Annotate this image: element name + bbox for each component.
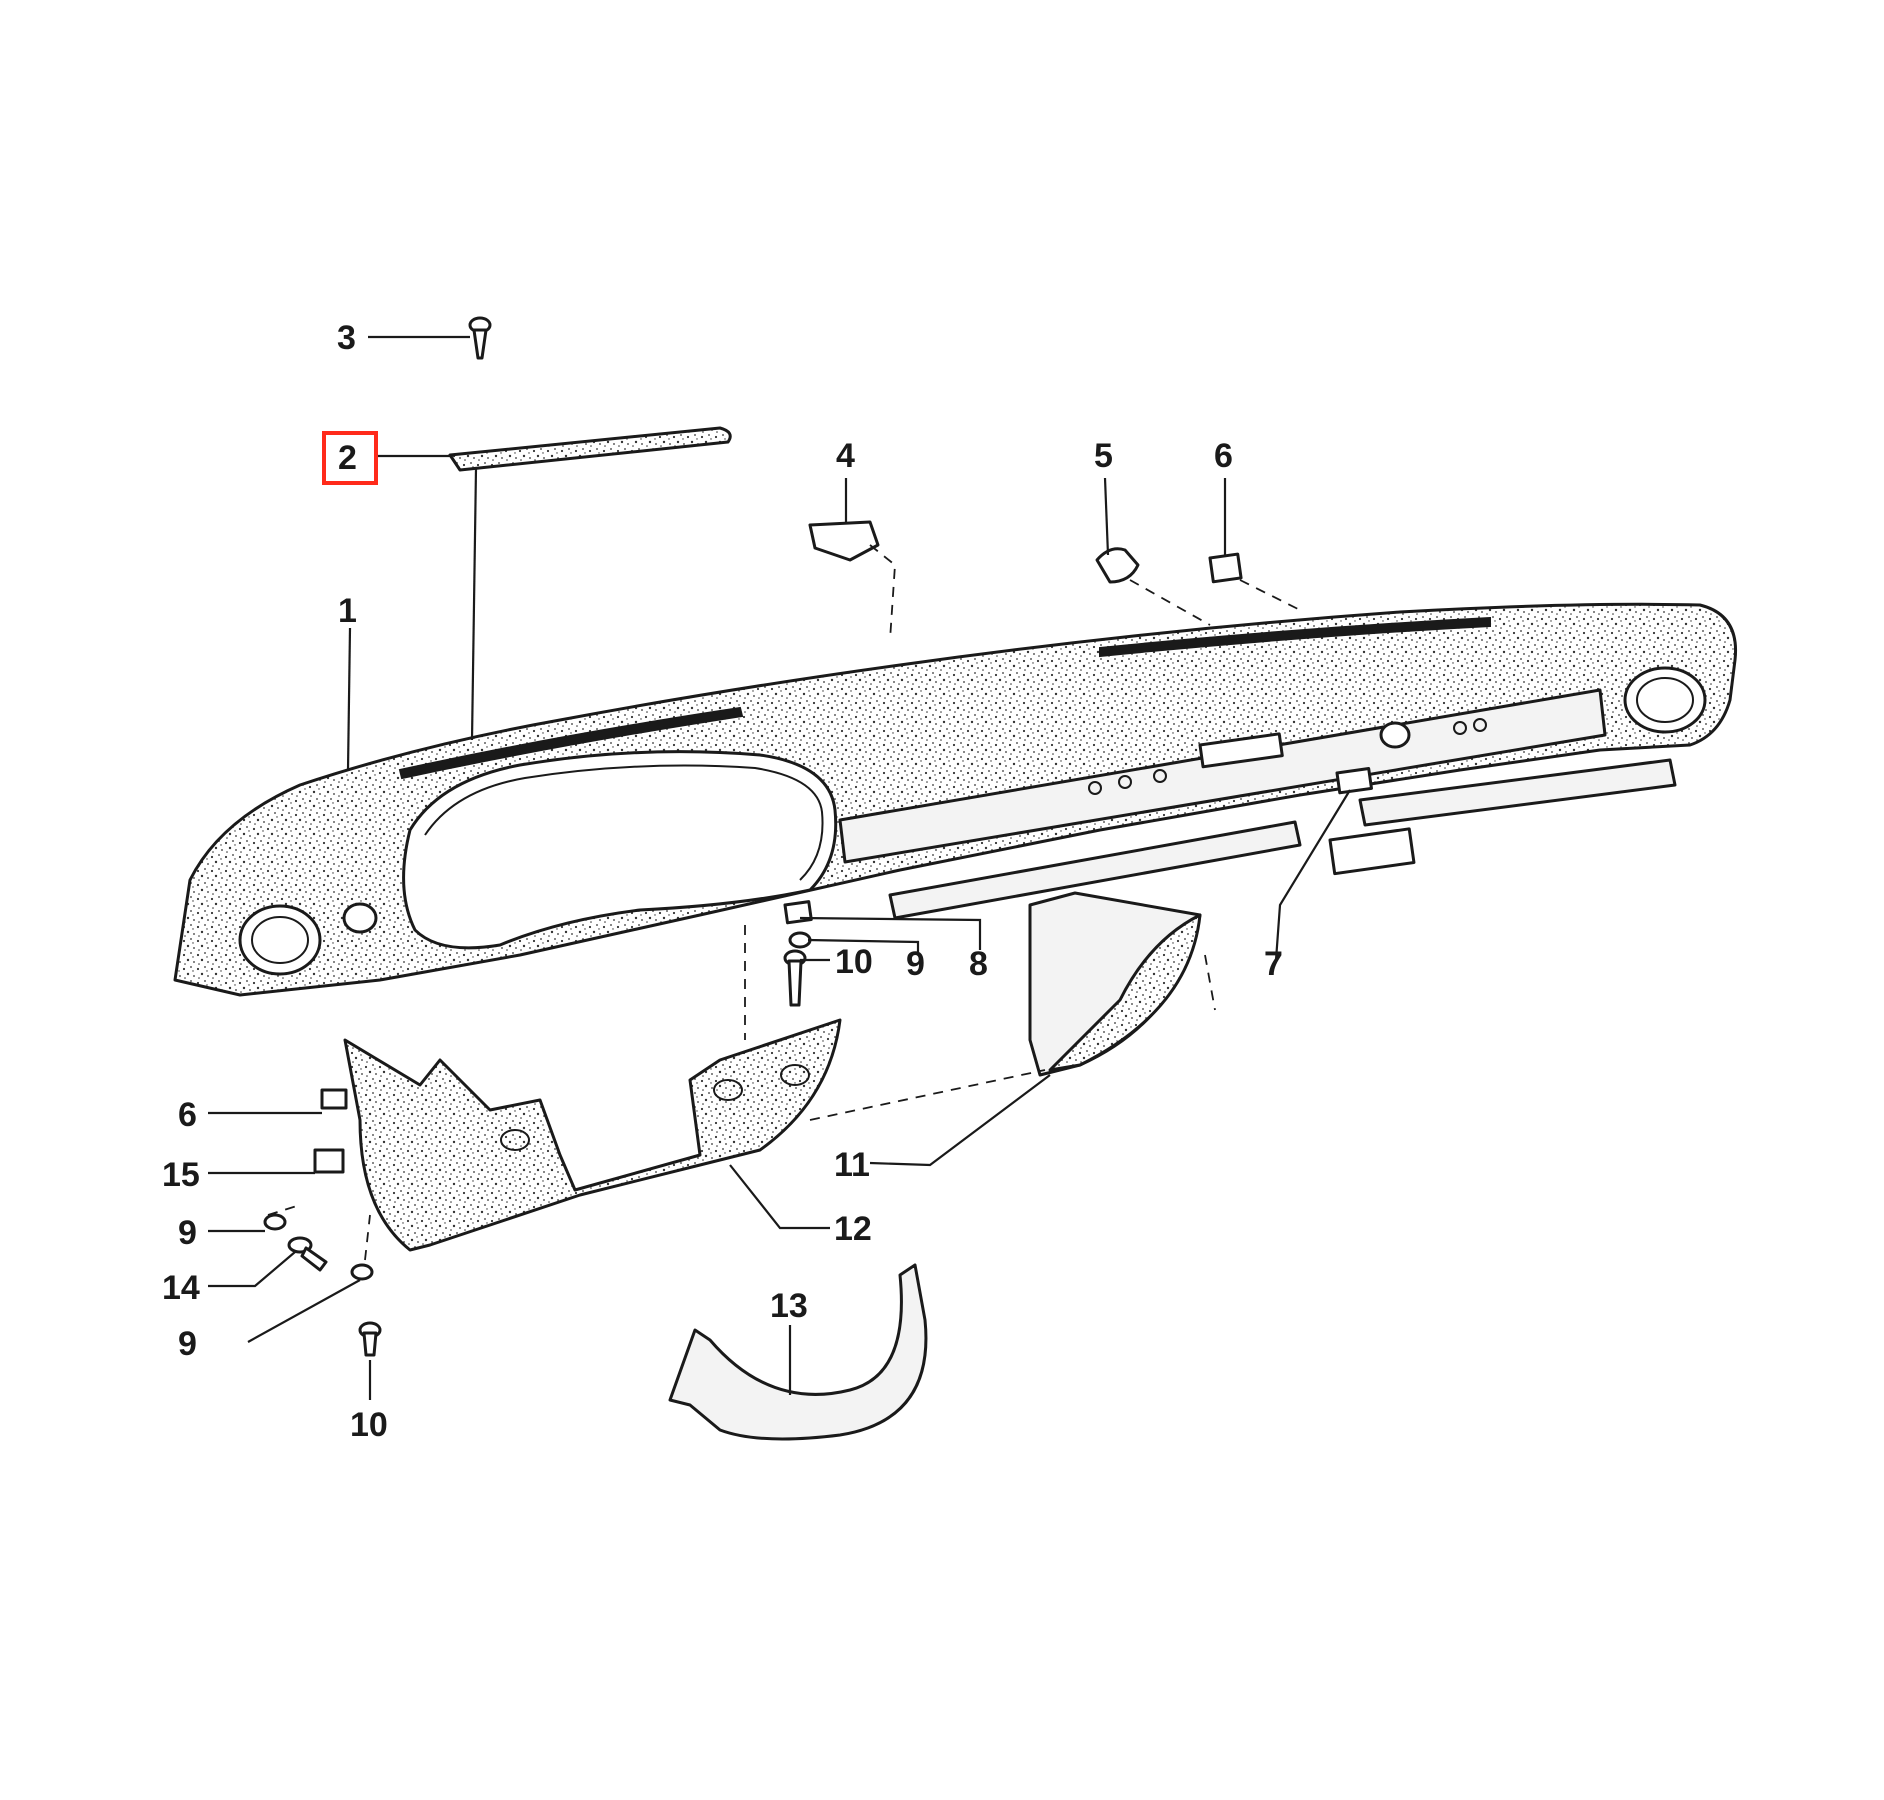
washer-part-9-c xyxy=(788,931,812,949)
clip-part-6-top xyxy=(1208,552,1243,584)
callout-9-lower-b[interactable]: 9 xyxy=(178,1325,197,1363)
switch-part-5 xyxy=(1095,547,1140,584)
callouts: 3 2 4 5 6 1 10 9 8 7 6 15 11 9 12 14 13 … xyxy=(162,319,1283,1444)
callout-1[interactable]: 1 xyxy=(338,592,357,630)
leader-lines xyxy=(208,335,1351,1400)
callout-3[interactable]: 3 xyxy=(337,319,356,357)
screw-part-3 xyxy=(468,316,492,360)
defroster-strip-part xyxy=(448,426,732,472)
callout-14[interactable]: 14 xyxy=(162,1269,200,1307)
callout-2[interactable]: 2 xyxy=(338,439,357,477)
callout-11[interactable]: 11 xyxy=(834,1146,870,1184)
washer-part-9-b xyxy=(350,1263,374,1281)
callout-7[interactable]: 7 xyxy=(1264,945,1283,983)
callout-5[interactable]: 5 xyxy=(1094,437,1113,475)
knee-pad-part-11 xyxy=(1028,891,1202,1077)
clip-part-4 xyxy=(808,520,880,562)
callout-4[interactable]: 4 xyxy=(836,437,855,475)
callout-8[interactable]: 8 xyxy=(969,945,988,983)
screw-part-10-upper xyxy=(783,949,807,1007)
callout-highlight-box xyxy=(322,431,378,485)
callout-10-upper[interactable]: 10 xyxy=(835,943,873,981)
screw-part-14 xyxy=(287,1236,328,1272)
callout-12[interactable]: 12 xyxy=(834,1210,872,1248)
screw-part-10-lower xyxy=(358,1321,382,1357)
callout-6-top[interactable]: 6 xyxy=(1214,437,1233,475)
clip-part-8 xyxy=(783,900,813,925)
callout-9-upper[interactable]: 9 xyxy=(906,945,925,983)
knee-pad-part-12 xyxy=(343,1018,842,1252)
callout-13[interactable]: 13 xyxy=(770,1287,808,1325)
clip-part-7 xyxy=(1335,767,1373,795)
lower-trim-part-13 xyxy=(668,1263,928,1441)
callout-15[interactable]: 15 xyxy=(162,1156,200,1194)
callout-6-lower[interactable]: 6 xyxy=(178,1096,197,1134)
washer-part-9-a xyxy=(263,1213,287,1231)
clip-part-6-lower xyxy=(320,1088,348,1110)
dashboard-panel xyxy=(173,602,1738,997)
callout-9-lower-a[interactable]: 9 xyxy=(178,1214,197,1252)
clip-part-15 xyxy=(313,1148,345,1174)
callout-10-lower[interactable]: 10 xyxy=(350,1406,388,1444)
